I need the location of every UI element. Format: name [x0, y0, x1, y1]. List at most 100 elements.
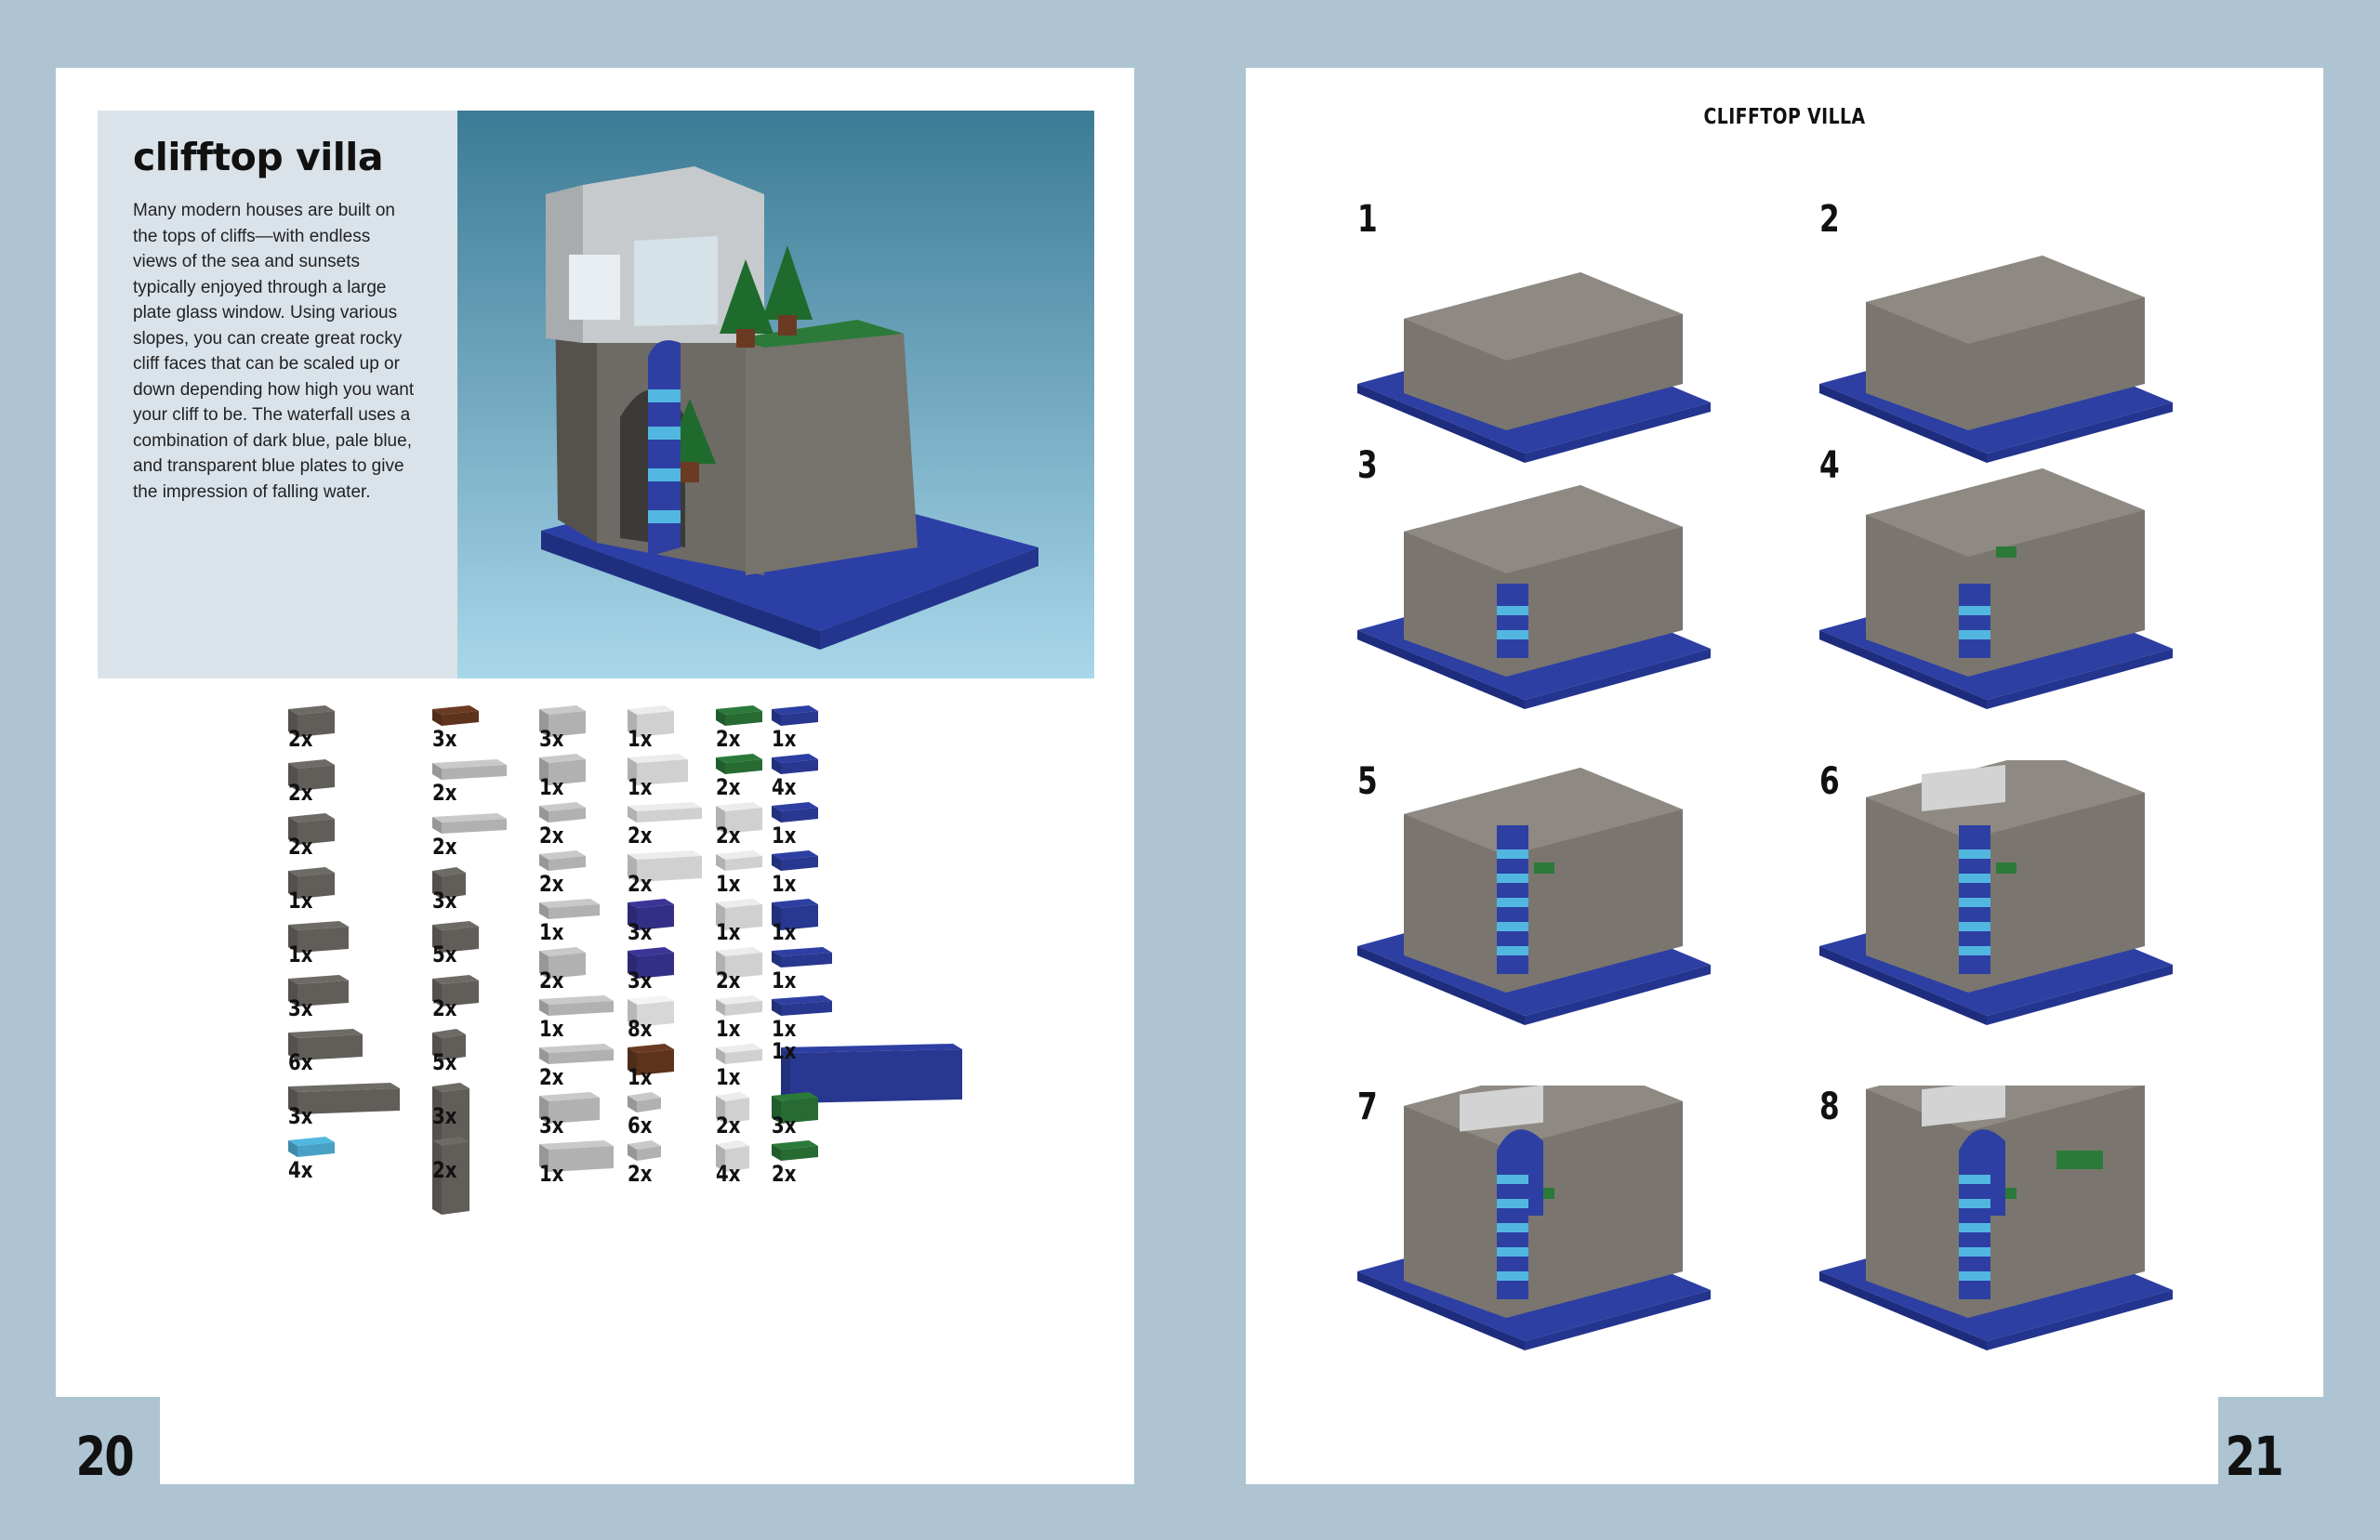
blue-plate-2x3-icon	[772, 990, 834, 1018]
light-gray-plate-2x4-icon	[432, 754, 509, 782]
step-illustration	[1357, 1086, 1711, 1350]
part-count: 8x	[628, 1016, 653, 1042]
white-brick-1x4-icon	[628, 845, 704, 884]
dark-gray-brick-1x2-icon	[288, 862, 337, 901]
trans-clear-round-icon	[628, 990, 676, 1029]
step-number: 3	[1357, 444, 1378, 487]
part-count: 2x	[716, 823, 741, 849]
step-illustration	[1819, 256, 2173, 463]
light-gray-brick-1x2-icon	[539, 941, 588, 981]
step-illustration	[1819, 1086, 2173, 1350]
part-count: 3x	[772, 1112, 797, 1139]
step-4: 4	[1819, 444, 2210, 723]
part-count: 3x	[628, 919, 653, 945]
dark-gray-slope-icon	[288, 700, 337, 739]
part-count: 2x	[716, 1112, 741, 1139]
purple-slope-icon	[628, 941, 676, 981]
part-count: 6x	[628, 1112, 653, 1139]
part-count: 2x	[432, 780, 457, 806]
part-count: 6x	[288, 1049, 313, 1075]
part-count: 2x	[539, 967, 564, 994]
blue-baseplate-8x16-icon	[781, 1038, 964, 1105]
white-slope-small-icon	[716, 1086, 751, 1125]
part-count: 1x	[539, 774, 564, 800]
part-count: 1x	[628, 774, 653, 800]
step-5: 5	[1357, 760, 1748, 1039]
dark-gray-brick-1x4-icon	[288, 1023, 364, 1062]
part-count: 2x	[288, 834, 313, 860]
part-count: 1x	[772, 1016, 797, 1042]
blue-plate-1x1-icon	[772, 700, 820, 728]
part-count: 2x	[539, 1064, 564, 1090]
light-gray-plate-2x2-icon	[539, 845, 588, 873]
part-count: 1x	[716, 871, 741, 897]
part-count: 1x	[628, 1064, 653, 1090]
part-count: 1x	[539, 919, 564, 945]
part-count: 1x	[539, 1161, 564, 1187]
light-gray-tile-1x6-icon	[539, 990, 615, 1018]
dark-gray-brick-1x1-icon	[432, 915, 481, 954]
white-brick-1x1-small-icon	[716, 1135, 751, 1174]
step-number: 8	[1819, 1086, 1840, 1128]
green-round-plate-icon	[716, 748, 764, 776]
green-plate-1x1-icon	[772, 1135, 820, 1163]
part-count: 1x	[772, 871, 797, 897]
part-count: 2x	[432, 834, 457, 860]
step-3: 3	[1357, 444, 1748, 723]
part-count: 1x	[288, 941, 313, 967]
step-6: 6	[1819, 760, 2210, 1039]
part-count: 3x	[539, 1112, 564, 1139]
blue-round-plate-icon	[772, 748, 820, 776]
part-count: 1x	[288, 888, 313, 914]
light-gray-bracket-icon	[539, 748, 588, 787]
part-count: 2x	[772, 1161, 797, 1187]
right-page-number: 21	[2225, 1425, 2284, 1488]
step-number: 7	[1357, 1086, 1378, 1128]
green-cone-icon	[772, 1086, 820, 1125]
step-illustration	[1819, 760, 2173, 1025]
white-brick-1x3-icon	[628, 748, 690, 787]
model-photo	[457, 111, 1094, 678]
part-count: 3x	[432, 726, 457, 752]
brown-brick-1x1-icon	[628, 1038, 676, 1077]
part-count: 2x	[288, 726, 313, 752]
part-count: 3x	[539, 726, 564, 752]
part-count: 2x	[539, 823, 564, 849]
step-number: 2	[1819, 198, 1840, 241]
left-page-number-tab	[55, 1397, 160, 1485]
white-round-brick-icon	[716, 796, 764, 836]
white-plate-1x2-icon	[716, 1038, 764, 1066]
step-1: 1	[1357, 198, 1748, 477]
step-number: 1	[1357, 198, 1378, 241]
part-count: 2x	[628, 871, 653, 897]
part-count: 3x	[288, 995, 313, 1021]
part-count: 1x	[716, 1064, 741, 1090]
dark-gray-wedge-icon	[432, 969, 481, 1008]
part-count: 2x	[432, 1157, 457, 1183]
step-illustration	[1357, 485, 1711, 709]
light-gray-plate-1x2-icon	[539, 796, 588, 824]
right-page-number-tab	[2218, 1397, 2324, 1485]
part-count: 1x	[716, 919, 741, 945]
light-blue-plate-icon	[288, 1131, 337, 1159]
white-plate-1x1-icon	[716, 845, 764, 873]
step-illustration	[1357, 768, 1711, 1025]
step-7: 7	[1357, 1086, 1748, 1364]
step-2: 2	[1819, 198, 2210, 477]
white-brick-1x1-icon	[716, 941, 764, 981]
part-count: 5x	[432, 1049, 457, 1075]
intro-description: Many modern houses are built on the tops…	[133, 201, 415, 502]
white-bracket-icon	[716, 893, 764, 932]
dark-gray-brick-1x8-icon	[288, 1077, 402, 1116]
running-head: CLIFFTOP VILLA	[1703, 105, 1866, 129]
part-count: 3x	[432, 1103, 457, 1129]
light-gray-plate-tiny-icon	[628, 1135, 663, 1163]
part-count: 2x	[432, 995, 457, 1021]
part-count: 4x	[716, 1161, 741, 1187]
part-count: 2x	[539, 871, 564, 897]
part-count: 4x	[772, 774, 797, 800]
part-count: 1x	[772, 1038, 797, 1064]
part-count: 2x	[716, 726, 741, 752]
light-gray-slope-2x3-icon	[539, 1086, 602, 1125]
